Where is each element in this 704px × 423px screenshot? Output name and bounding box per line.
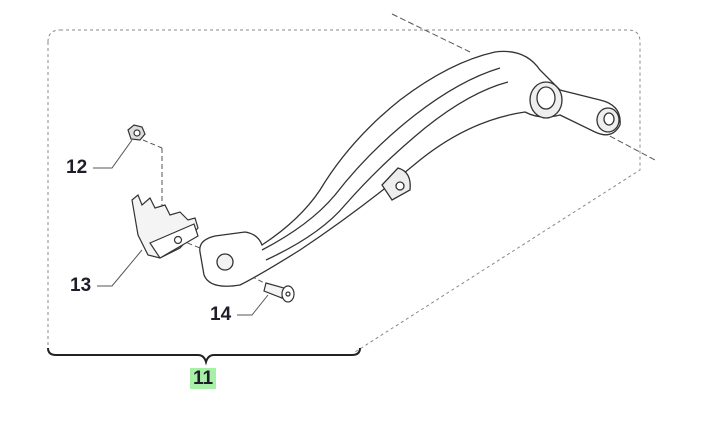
- callout-12[interactable]: 12: [66, 157, 88, 178]
- center-line: [569, 114, 656, 161]
- assembly-label-11[interactable]: 11: [190, 368, 217, 389]
- center-line: [391, 13, 471, 53]
- callout-14[interactable]: 14: [210, 304, 232, 325]
- assembly-bracket: [47, 347, 361, 366]
- brake-lever: [199, 50, 621, 287]
- nut-part: [127, 124, 146, 141]
- screw-part: [263, 282, 295, 303]
- assembly-boundary: [47, 29, 641, 353]
- footpeg-tip-part: [131, 194, 199, 259]
- callout-13[interactable]: 13: [70, 275, 92, 296]
- leader-lines: [93, 139, 269, 316]
